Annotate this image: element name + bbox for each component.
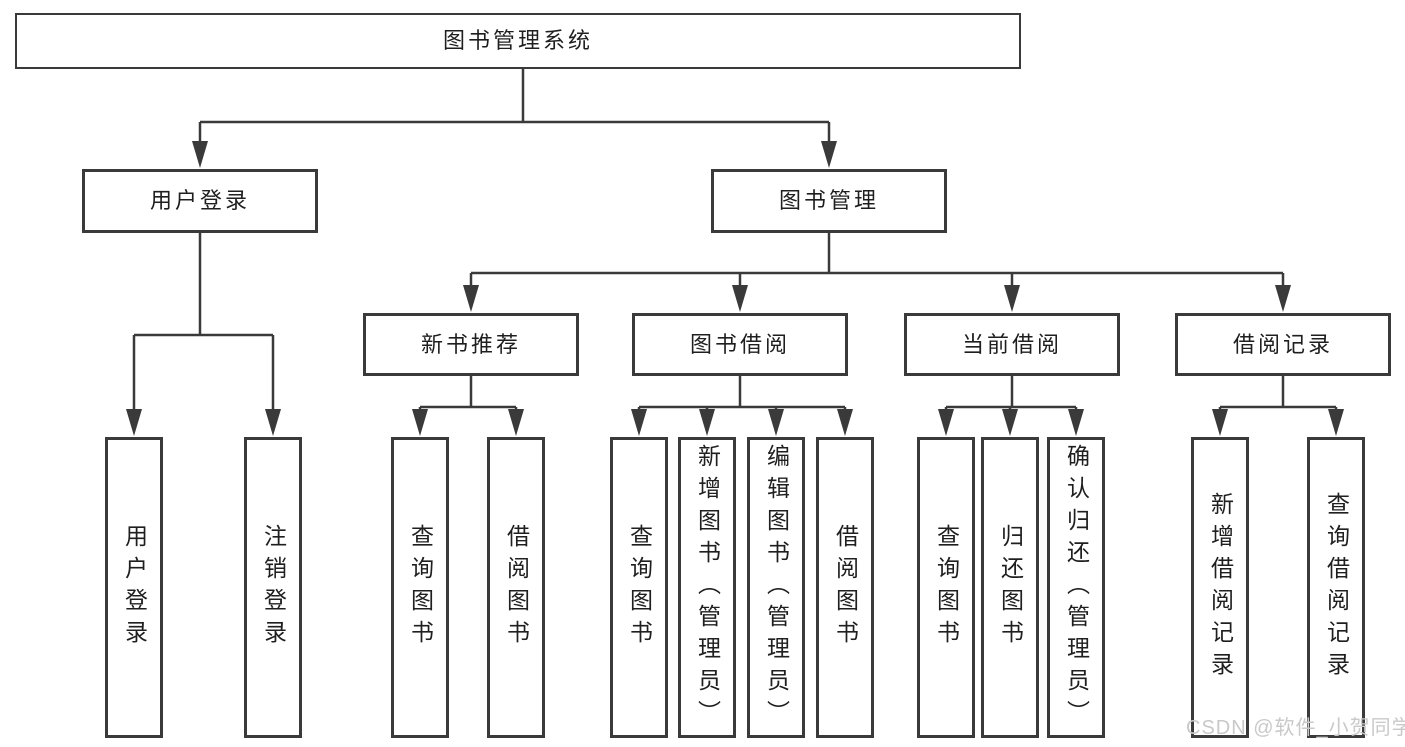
node-root: 图书管理系统 [15, 13, 1021, 69]
node-new-book-recommend-label: 新书推荐 [420, 331, 521, 357]
node-borrow-records: 借阅记录 [1175, 313, 1391, 376]
connector-new-book-recommend-to-leaves [412, 376, 524, 436]
arrowhead-bb-borrow [837, 409, 853, 436]
arrowhead-leaf-user-login [126, 409, 142, 436]
leaf-current-query-books-label: 查询图书 [933, 523, 960, 652]
arrowhead-rec-borrow [508, 409, 524, 436]
leaf-add-book-admin-label: 新增图书（管理员） [694, 443, 721, 732]
leaf-query-borrow-record: 查询借阅记录 [1307, 437, 1365, 738]
node-book-management: 图书管理 [711, 169, 947, 233]
connector-book-management-to-level3 [463, 233, 1291, 312]
node-user-login-label: 用户登录 [149, 188, 250, 213]
leaf-return-books: 归还图书 [981, 437, 1039, 738]
leaf-query-borrow-record-label: 查询借阅记录 [1323, 491, 1350, 684]
node-user-login: 用户登录 [82, 169, 318, 233]
leaf-borrow-query-books: 查询图书 [610, 437, 668, 738]
leaf-add-borrow-record: 新增借阅记录 [1191, 437, 1249, 738]
leaf-confirm-return-admin-label: 确认归还（管理员） [1063, 443, 1090, 732]
arrowhead-br-add [1212, 409, 1228, 436]
leaf-add-borrow-record-label: 新增借阅记录 [1207, 491, 1234, 684]
arrowhead-leaf-logout [265, 409, 281, 436]
arrowhead-borrow-records [1275, 285, 1291, 312]
arrowhead-bb-edit [768, 409, 784, 436]
arrowhead-cb-confirm [1068, 409, 1084, 436]
arrowhead-cb-query [938, 409, 954, 436]
leaf-logout-login-label: 注销登录 [260, 523, 287, 652]
leaf-edit-book-admin: 编辑图书（管理员） [747, 437, 805, 738]
connector-root-to-level2 [192, 69, 837, 168]
node-current-borrow-label: 当前借阅 [961, 331, 1062, 357]
arrowhead-bb-add [699, 409, 715, 436]
leaf-return-books-label: 归还图书 [997, 523, 1024, 652]
node-current-borrow: 当前借阅 [904, 313, 1120, 376]
leaf-logout-login: 注销登录 [244, 437, 302, 738]
node-book-borrow: 图书借阅 [632, 313, 848, 376]
arrowhead-bb-query [631, 409, 647, 436]
connector-current-borrow-to-leaves [938, 376, 1084, 436]
leaf-edit-book-admin-label: 编辑图书（管理员） [763, 443, 790, 732]
arrowhead-cb-return [1002, 409, 1018, 436]
connector-borrow-records-to-leaves [1212, 376, 1344, 436]
node-book-management-label: 图书管理 [778, 188, 879, 213]
leaf-borrow-books-label: 借阅图书 [832, 523, 859, 652]
leaf-current-query-books: 查询图书 [917, 437, 975, 738]
arrowhead-book-borrow [732, 285, 748, 312]
node-borrow-records-label: 借阅记录 [1232, 331, 1333, 357]
leaf-borrow-query-books-label: 查询图书 [626, 523, 653, 652]
leaf-recommend-borrow-books: 借阅图书 [487, 437, 545, 738]
leaf-confirm-return-admin: 确认归还（管理员） [1047, 437, 1105, 738]
arrowhead-current-borrow [1004, 285, 1020, 312]
leaf-user-login: 用户登录 [105, 437, 163, 738]
leaf-add-book-admin: 新增图书（管理员） [678, 437, 736, 738]
leaf-recommend-borrow-books-label: 借阅图书 [503, 523, 530, 652]
arrowhead-br-query [1328, 409, 1344, 436]
connector-user-login-to-leaves [126, 233, 281, 436]
arrowhead-new-book-recommend [463, 285, 479, 312]
arrowhead-book-management [821, 141, 837, 168]
arrowhead-user-login [192, 141, 208, 168]
leaf-recommend-query-books-label: 查询图书 [407, 523, 434, 652]
leaf-user-login-label: 用户登录 [121, 523, 148, 652]
node-root-label: 图书管理系统 [442, 28, 593, 53]
leaf-borrow-books: 借阅图书 [816, 437, 874, 738]
connector-book-borrow-to-leaves [631, 376, 853, 436]
node-book-borrow-label: 图书借阅 [689, 331, 790, 357]
watermark-text: CSDN @软件_小贺同学 [1186, 717, 1405, 739]
arrowhead-rec-query [412, 409, 428, 436]
node-new-book-recommend: 新书推荐 [363, 313, 579, 376]
leaf-recommend-query-books: 查询图书 [391, 437, 449, 738]
